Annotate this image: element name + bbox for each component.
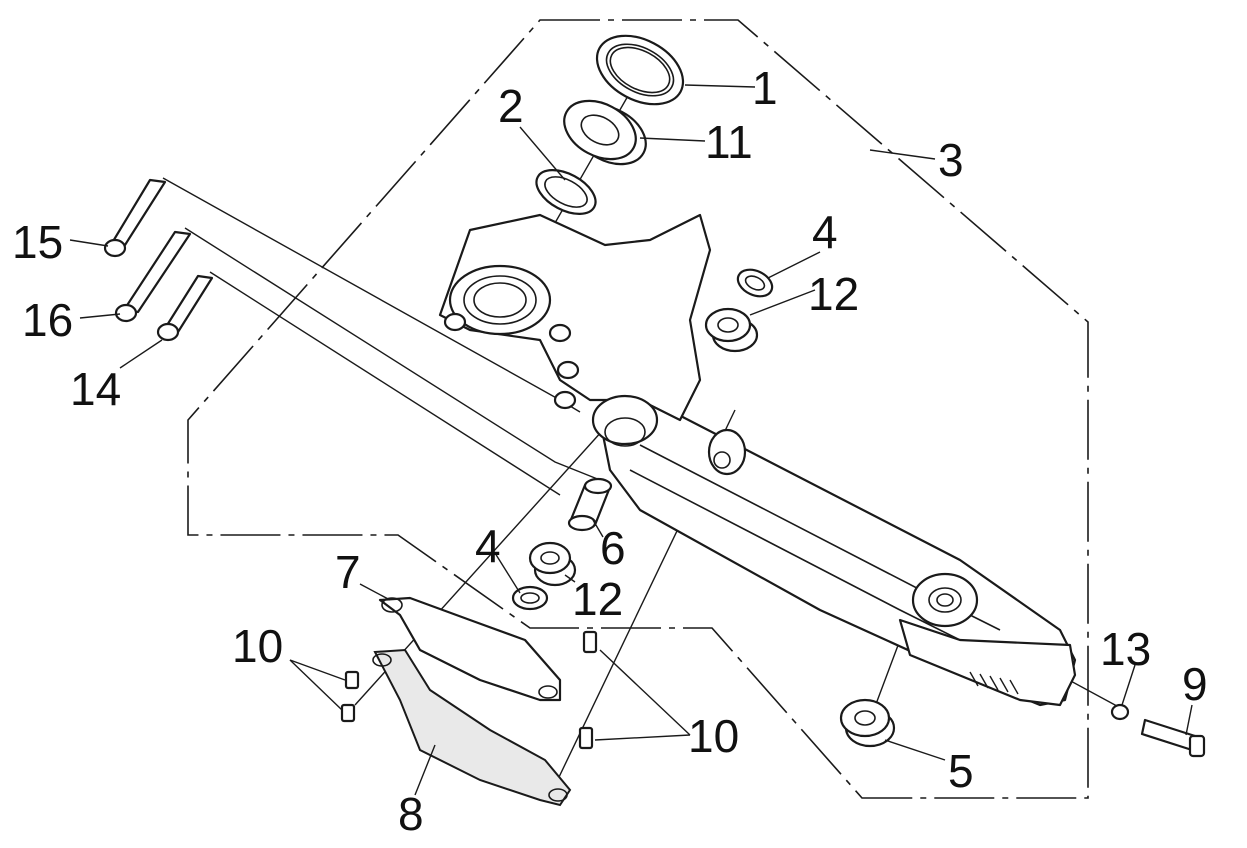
callout-5: 5 [948,745,974,797]
callout-16: 16 [22,294,73,346]
callout-14: 14 [70,363,121,415]
part-7-bracket [378,596,562,702]
callout-13: 13 [1100,623,1151,675]
part-5-roller [839,698,896,748]
callout-labels: 1 2 3 4 12 11 15 16 14 6 4 12 7 10 10 13… [12,62,1208,840]
callout-leaders [69,84,1193,796]
callout-3: 3 [938,134,964,186]
part-11-bearing [563,99,647,166]
callout-6: 6 [600,522,626,574]
part-14-bolt [156,274,214,342]
callout-4-lower: 4 [475,520,501,572]
part-16-bolt [114,230,192,323]
callout-10-left: 10 [232,620,283,672]
part-15-bolt [103,178,167,258]
vent-slots [969,671,1019,695]
swing-arm-body [438,213,1077,707]
part-4-washer-upper [736,268,774,298]
callout-7: 7 [335,546,361,598]
part-6-sleeve [567,477,613,532]
part-4-washer-lower [511,585,549,611]
callout-12-upper: 12 [808,268,859,320]
callout-10-right: 10 [688,710,739,762]
part-10-bolts [340,630,598,750]
part-1-seal [595,34,685,106]
callout-1: 1 [752,62,778,114]
part-8-bracket [372,648,572,807]
callout-15: 15 [12,216,63,268]
part-2-ring [535,169,597,215]
part-9-bolt [1140,718,1206,758]
callout-8: 8 [398,788,424,840]
callout-12-lower: 12 [572,573,623,625]
part-12-bushing-lower [528,541,577,587]
assembly-boundary [187,19,1089,799]
part-12-bushing-upper [704,307,759,353]
part-13-nut [1110,703,1130,721]
callout-4-upper: 4 [812,206,838,258]
callout-2: 2 [498,80,524,132]
callout-11: 11 [705,116,753,168]
callout-9: 9 [1182,658,1208,710]
